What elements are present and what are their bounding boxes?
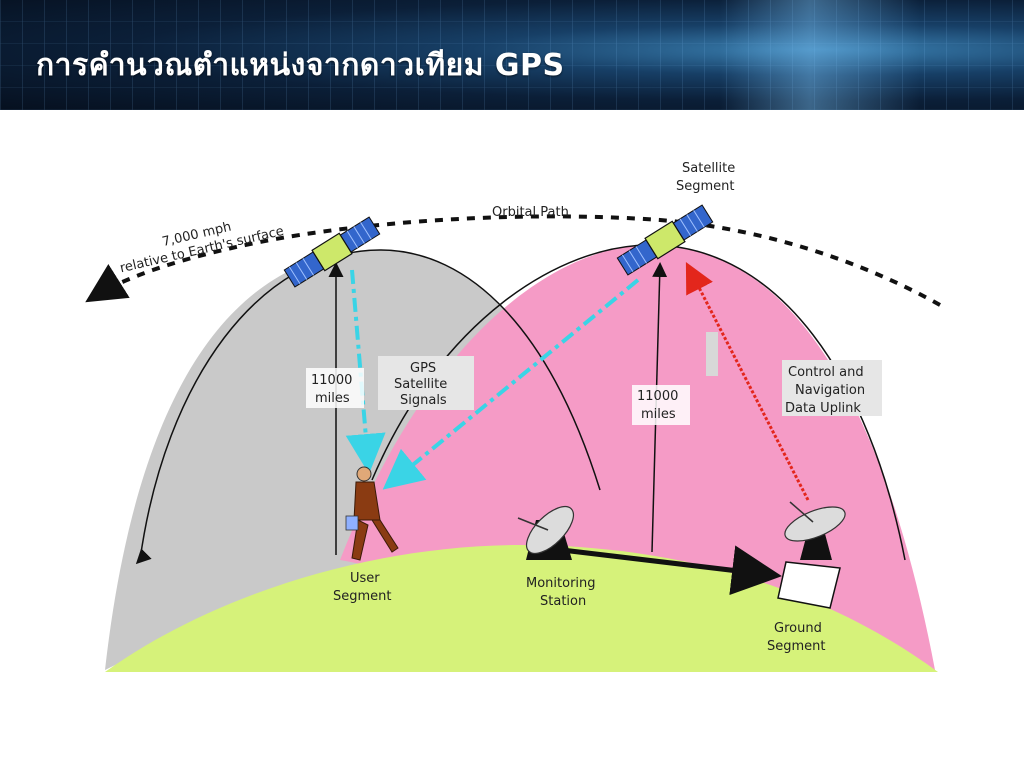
control-uplink-arrow — [685, 261, 810, 501]
orbital-path — [85, 214, 941, 307]
left-coverage-outline — [139, 249, 601, 561]
left-satellite-icon — [283, 216, 381, 288]
satellite-segment-line2: Segment — [676, 179, 735, 194]
banner-glow — [720, 0, 920, 110]
distance-left-line1: 11000 — [311, 373, 352, 388]
left-edge-arrow — [135, 548, 152, 565]
gps-signals-line3: Signals — [400, 393, 447, 408]
banner-texture — [0, 0, 1024, 110]
signal-right-satellite — [382, 278, 640, 490]
uplink-line2: Navigation — [795, 383, 865, 398]
user-person-icon — [345, 466, 399, 561]
user-segment-line1: User — [350, 571, 380, 586]
distance-right-line1: 11000 — [637, 389, 678, 404]
uplink-label-bg — [782, 360, 882, 416]
signal-left-satellite — [345, 269, 386, 474]
uplink-line1: Control and — [788, 365, 864, 380]
ground-station-icon — [777, 501, 846, 609]
uplink-marker — [706, 332, 718, 376]
distance-right-line2: miles — [641, 407, 676, 422]
right-satellite-icon — [616, 204, 714, 276]
ground-segment-line1: Ground — [774, 621, 822, 636]
gps-signals-line2: Satellite — [394, 377, 447, 392]
uplink-line3: Data Uplink — [785, 401, 861, 416]
slide-title: การคำนวณตำแหน่งจากดาวเทียม GPS — [36, 48, 565, 83]
monitoring-line1: Monitoring — [526, 576, 596, 591]
gps-signals-label-bg — [378, 356, 474, 410]
orbital-path-label: Orbital Path — [492, 205, 569, 220]
monitoring-dish-icon — [517, 505, 575, 560]
header-banner: การคำนวณตำแหน่งจากดาวเทียม GPS — [0, 0, 1024, 110]
satellite-segment-line1: Satellite — [682, 161, 735, 176]
monitoring-line2: Station — [540, 594, 586, 609]
monitoring-link-arrow — [561, 545, 782, 596]
user-segment-line2: Segment — [333, 589, 392, 604]
distance-left-label-bg — [306, 368, 364, 408]
distance-right-label-bg — [632, 385, 690, 425]
gps-signals-line1: GPS — [410, 361, 436, 376]
ground-segment-line2: Segment — [767, 639, 826, 654]
distance-left-line2: miles — [315, 391, 350, 406]
